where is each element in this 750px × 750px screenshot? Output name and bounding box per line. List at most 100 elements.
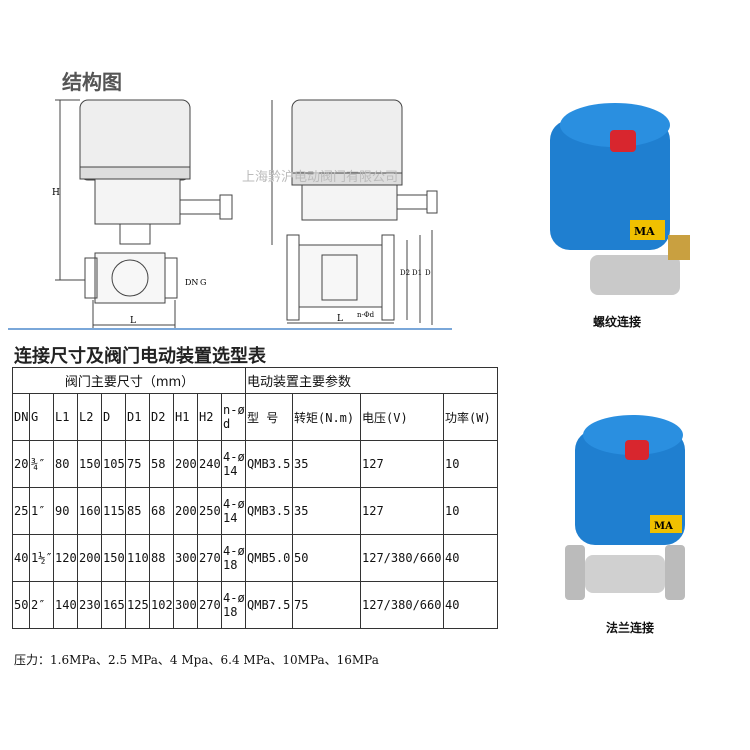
- table-cell: 1″: [29, 487, 54, 535]
- table-cell: 68: [149, 487, 174, 535]
- table-cell: 200: [173, 440, 198, 488]
- table-cell: ¾″: [29, 440, 54, 488]
- table-cell: 50: [292, 534, 361, 582]
- table-cell: 75: [292, 581, 361, 629]
- col-header: D1: [125, 393, 150, 441]
- table-cell: 10: [443, 440, 498, 488]
- table-cell: 127/380/660: [360, 534, 444, 582]
- dim-d1-label: D1: [412, 269, 422, 277]
- table-cell: 115: [101, 487, 126, 535]
- flanged-valve-photo: MA: [565, 415, 685, 600]
- table-cell: 25: [12, 487, 30, 535]
- col-header: 转矩(N.m): [292, 393, 361, 441]
- table-cell: 102: [149, 581, 174, 629]
- table-cell: QMB7.5: [245, 581, 293, 629]
- col-header: DN: [12, 393, 30, 441]
- table-cell: 120: [53, 534, 78, 582]
- table-cell: 40: [12, 534, 30, 582]
- dim-g-label: G: [200, 278, 206, 287]
- divider-rule: [8, 328, 452, 330]
- col-header: L1: [53, 393, 78, 441]
- table-cell: 35: [292, 487, 361, 535]
- table-title: 连接尺寸及阀门电动装置选型表: [14, 346, 266, 367]
- table-cell: 150: [101, 534, 126, 582]
- col-header: L2: [77, 393, 102, 441]
- table-cell: 20: [12, 440, 30, 488]
- table-cell: 4-ø14: [221, 440, 246, 488]
- dim-d-label: D: [425, 269, 431, 277]
- ma-badge-2: MA: [654, 521, 673, 532]
- ma-badge: MA: [634, 225, 655, 238]
- table-cell: 4-ø14: [221, 487, 246, 535]
- table-cell: 110: [125, 534, 150, 582]
- table-cell: 105: [101, 440, 126, 488]
- watermark: 上海黔沪电动阀门有限公司: [242, 170, 399, 185]
- dim-d2-label: D2: [400, 269, 410, 277]
- valve-dimensions-header: 阀门主要尺寸（mm）: [12, 367, 246, 394]
- table-cell: 270: [197, 581, 222, 629]
- table-cell: 200: [173, 487, 198, 535]
- dim-l-label-2: L: [337, 314, 343, 324]
- col-header: 电压(V): [360, 393, 444, 441]
- table-cell: 58: [149, 440, 174, 488]
- table-cell: 240: [197, 440, 222, 488]
- actuator-params-header: 电动装置主要参数: [245, 367, 498, 394]
- table-cell: 80: [53, 440, 78, 488]
- table-cell: 90: [53, 487, 78, 535]
- table-cell: 125: [125, 581, 150, 629]
- table-cell: 150: [77, 440, 102, 488]
- table-cell: 75: [125, 440, 150, 488]
- col-header: H1: [173, 393, 198, 441]
- table-cell: 85: [125, 487, 150, 535]
- col-header: n-ød: [221, 393, 246, 441]
- table-cell: 160: [77, 487, 102, 535]
- col-header: D: [101, 393, 126, 441]
- table-cell: 4-ø18: [221, 581, 246, 629]
- table-cell: 300: [173, 581, 198, 629]
- flanged-valve-drawing: L n-Φd D2 D1 D: [271, 99, 438, 325]
- table-cell: 200: [77, 534, 102, 582]
- table-cell: 10: [443, 487, 498, 535]
- table-cell: 270: [197, 534, 222, 582]
- dim-dn-label: DN: [185, 278, 198, 287]
- table-cell: 35: [292, 440, 361, 488]
- table-cell: 4-ø18: [221, 534, 246, 582]
- table-cell: 40: [443, 534, 498, 582]
- dim-nd-label: n-Φd: [357, 311, 375, 319]
- table-cell: 127: [360, 487, 444, 535]
- table-cell: QMB5.0: [245, 534, 293, 582]
- table-cell: 127: [360, 440, 444, 488]
- table-cell: 127/380/660: [360, 581, 444, 629]
- table-cell: 2″: [29, 581, 54, 629]
- table-cell: 140: [53, 581, 78, 629]
- pressure-ratings: 压力：1.6MPa、2.5 MPa、4 Mpa、6.4 MPa、10MPa、16…: [14, 653, 379, 667]
- threaded-caption: 螺纹连接: [593, 315, 642, 329]
- col-header: H2: [197, 393, 222, 441]
- selection-table: 阀门主要尺寸（mm） 电动装置主要参数 DN G L1 L2 D D1 D2 H…: [12, 367, 498, 629]
- col-header: 型 号: [245, 393, 293, 441]
- table-cell: 1½″: [29, 534, 54, 582]
- table-cell: 165: [101, 581, 126, 629]
- col-header: G: [29, 393, 54, 441]
- table-cell: 50: [12, 581, 30, 629]
- threaded-valve-photo: MA: [550, 103, 690, 295]
- dim-h-label: H: [52, 188, 60, 198]
- dim-l-label: L: [130, 316, 136, 326]
- col-header: 功率(W): [443, 393, 498, 441]
- table-cell: 230: [77, 581, 102, 629]
- flanged-caption: 法兰连接: [606, 621, 655, 635]
- threaded-valve-drawing: H L DN G: [52, 99, 233, 330]
- table-cell: QMB3.5: [245, 487, 293, 535]
- table-cell: 40: [443, 581, 498, 629]
- table-cell: 300: [173, 534, 198, 582]
- table-cell: 250: [197, 487, 222, 535]
- structure-title: 结构图: [62, 70, 122, 94]
- table-cell: 88: [149, 534, 174, 582]
- table-cell: QMB3.5: [245, 440, 293, 488]
- col-header: D2: [149, 393, 174, 441]
